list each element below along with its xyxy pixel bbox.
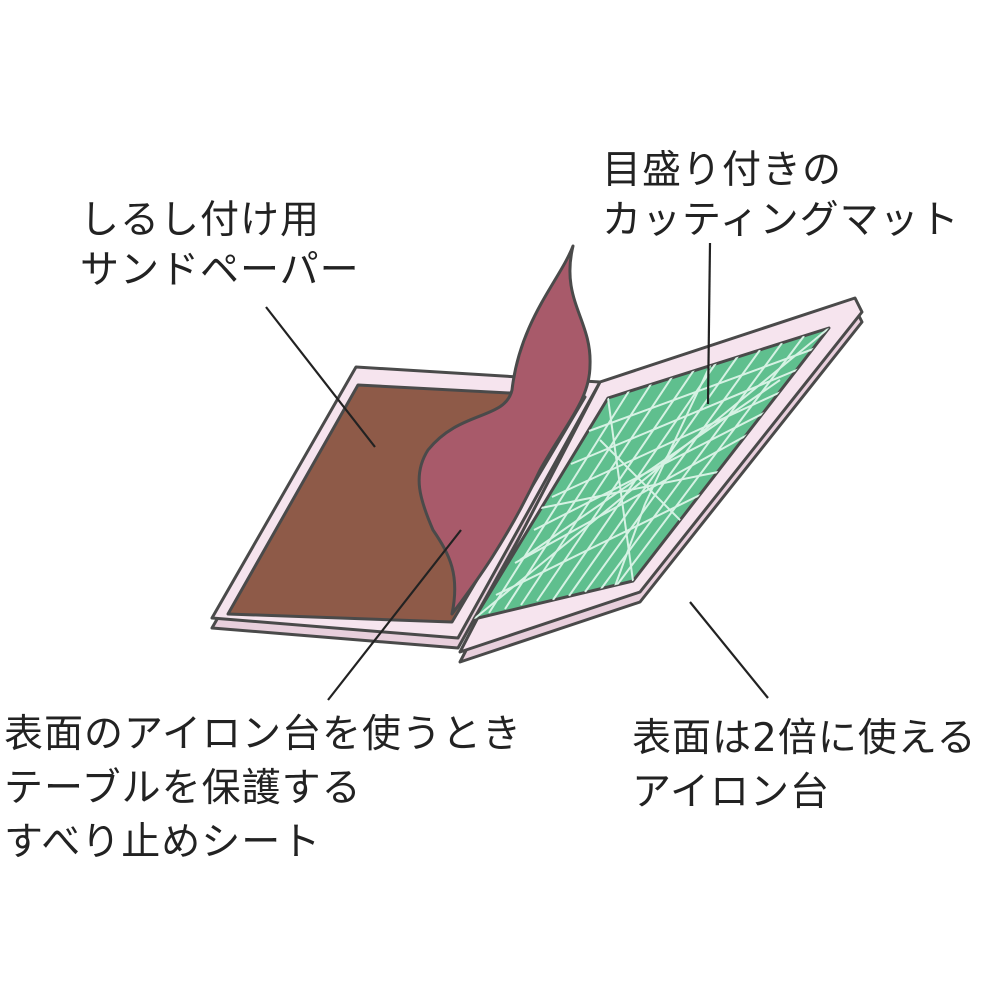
leader-cutting-mat: [706, 242, 712, 405]
leader-sheet: [327, 529, 462, 701]
leader-sandpaper: [265, 306, 376, 448]
non-slip-sheet: [417, 244, 592, 616]
label-cutting-mat: 目盛り付きの カッティングマット: [602, 146, 960, 246]
mat-grid-lines: [474, 328, 829, 619]
right-panel: [458, 296, 864, 664]
label-non-slip-sheet: 表面のアイロン台を使うとき テーブルを保護する すべり止めシート: [4, 708, 522, 870]
label-non-slip-sheet-line-2: テーブルを保護する: [4, 766, 362, 811]
label-sandpaper-line-1: しるし付け用: [80, 198, 321, 243]
label-non-slip-sheet-line-1: 表面のアイロン台を使うとき: [4, 712, 523, 757]
label-cutting-mat-line-1: 目盛り付きの: [602, 148, 843, 193]
label-sandpaper: しるし付け用 サンドペーパー: [80, 196, 360, 296]
label-cutting-mat-line-2: カッティングマット: [602, 198, 960, 243]
label-iron-board-line-2: アイロン台: [632, 770, 831, 815]
leader-iron-board: [689, 601, 769, 699]
label-iron-board: 表面は2倍に使える アイロン台: [632, 712, 977, 820]
label-sandpaper-line-2: サンドペーパー: [80, 248, 360, 293]
leader-lines: [265, 242, 769, 701]
label-iron-board-line-1: 表面は2倍に使える: [632, 716, 977, 761]
label-non-slip-sheet-line-3: すべり止めシート: [4, 820, 322, 865]
